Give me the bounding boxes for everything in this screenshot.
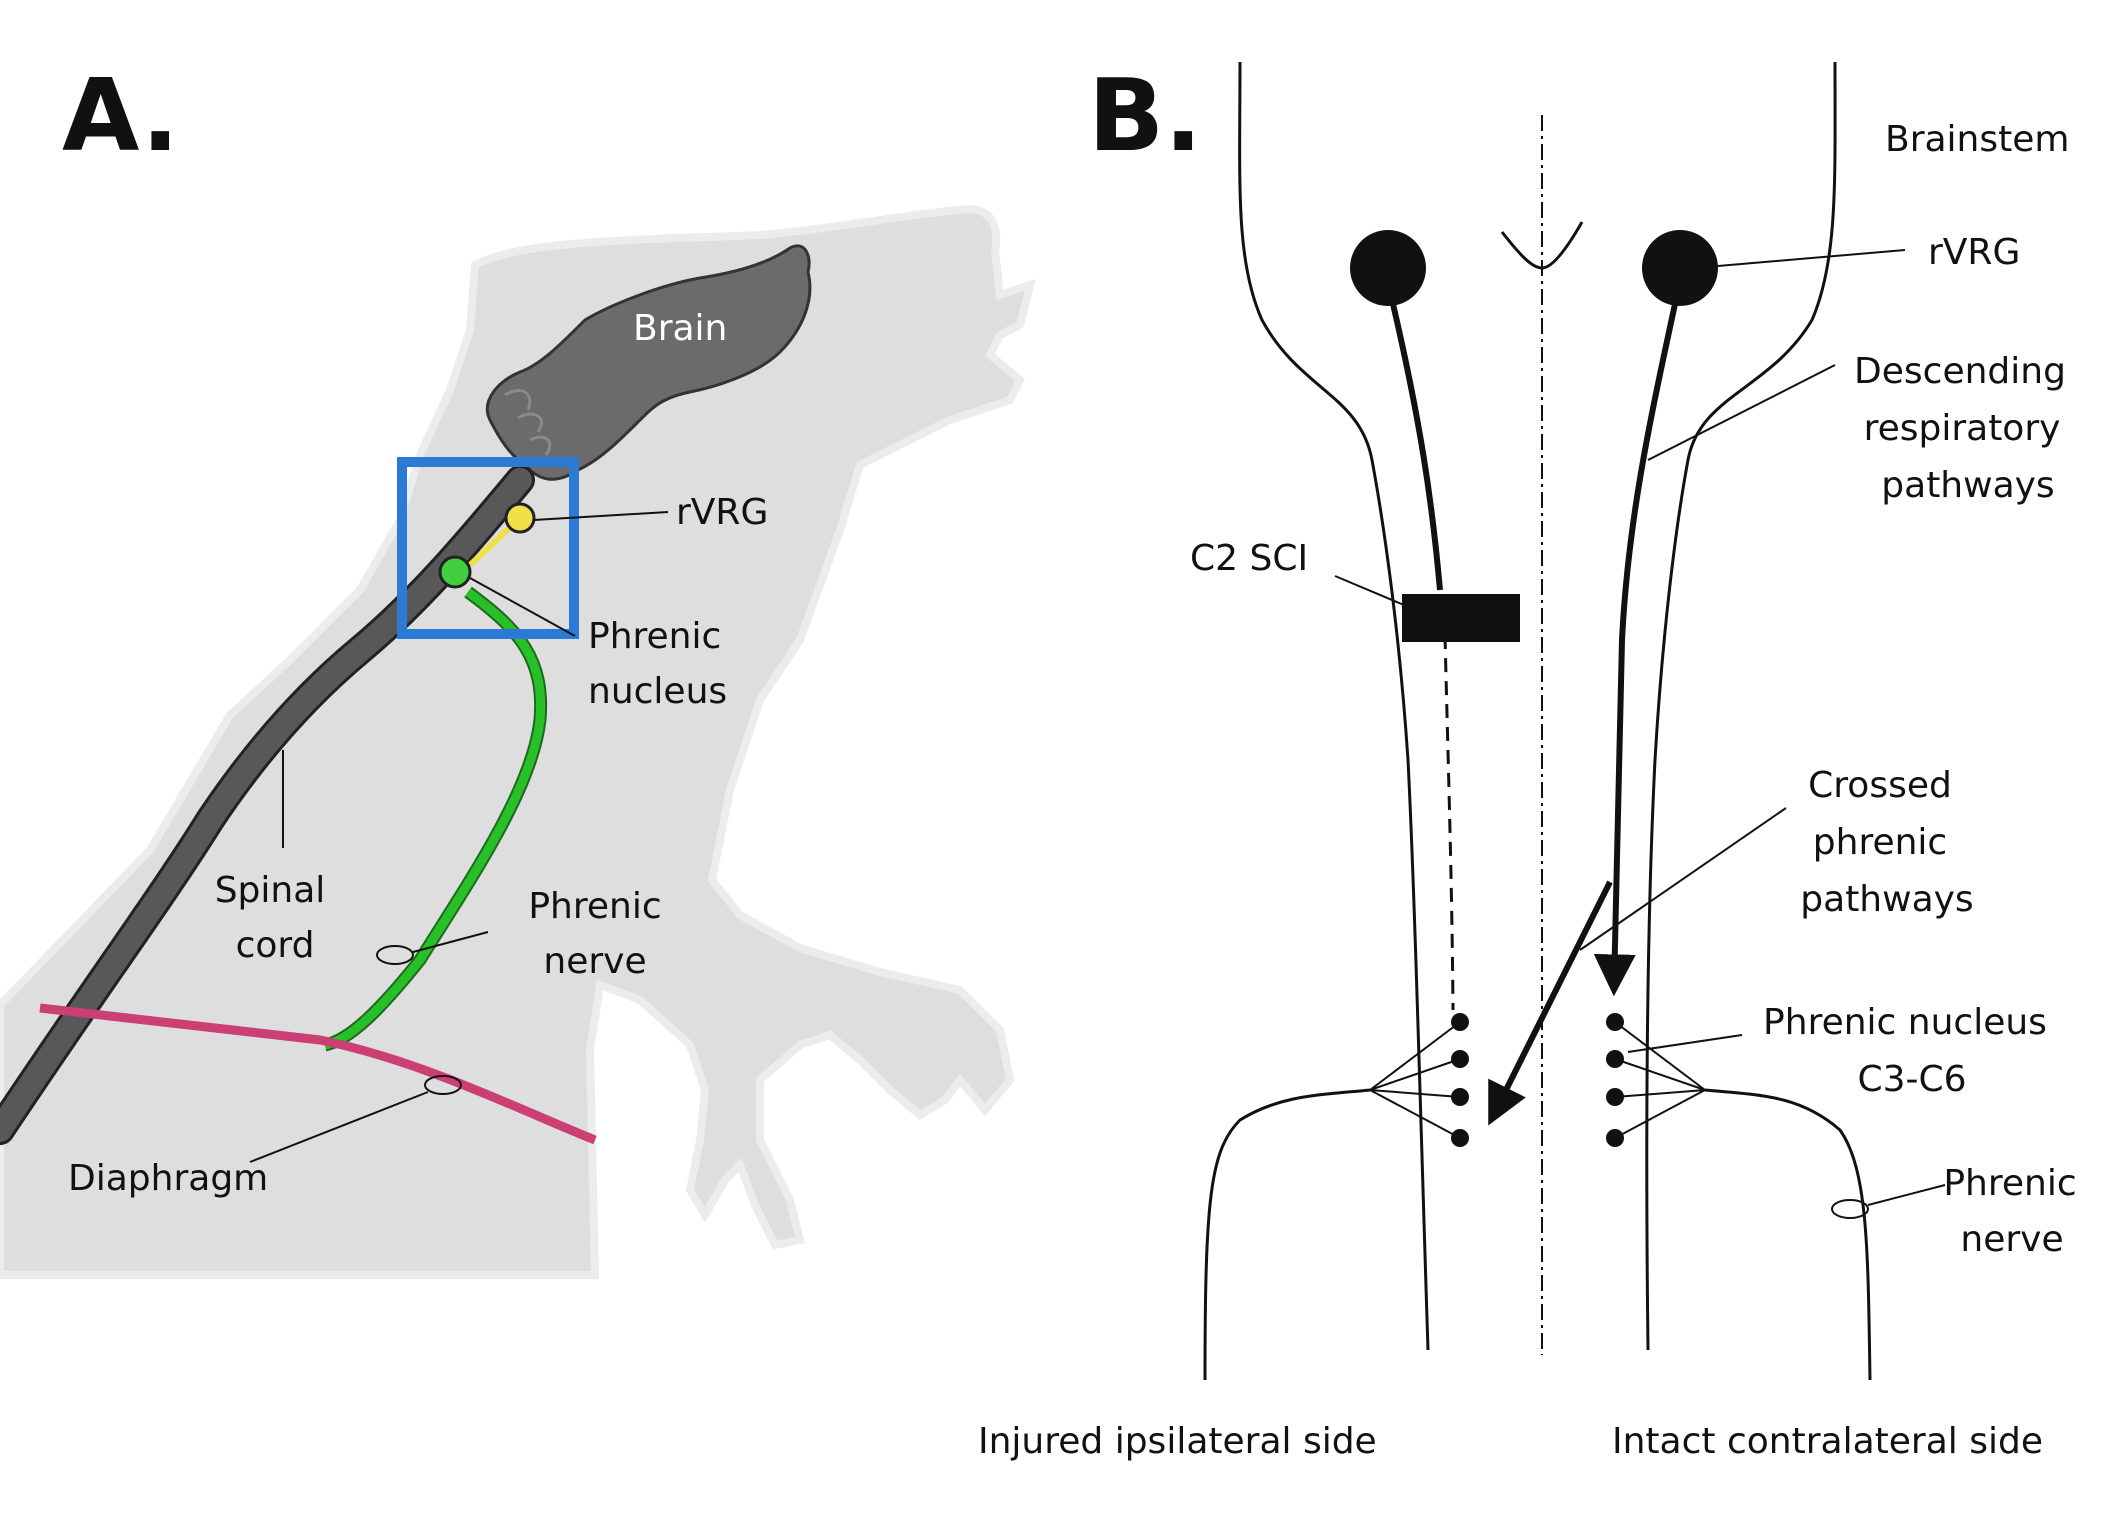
phrenic-nerve-label-b-1: Phrenic	[1943, 1163, 2076, 1204]
crossed-label-2: phrenic	[1813, 822, 1947, 863]
crossed-label-3: pathways	[1800, 879, 1973, 920]
phrenic-nucleus-label-b-1: Phrenic nucleus	[1763, 1002, 2047, 1043]
c2-sci-pointer	[1334, 575, 1405, 606]
descending-label-1: Descending	[1854, 351, 2066, 392]
left-phrenic-nerve	[1203, 1088, 1371, 1381]
crossed-label-1: Crossed	[1808, 765, 1952, 806]
rvrg-neuron-left	[1350, 230, 1426, 306]
intact-side-label: Intact contralateral side	[1612, 1421, 2043, 1462]
phrenic-nerve-marker	[376, 945, 414, 965]
left-cord-outline	[1238, 61, 1430, 1351]
spinal-cord-label-2: cord	[236, 925, 315, 966]
panel-b: B.	[978, 57, 2077, 1462]
phrenic-nucleus-label-a-1: Phrenic	[588, 616, 721, 657]
right-motor-axons	[1614, 1021, 1706, 1139]
phrenic-motoneuron	[438, 555, 472, 589]
rvrg-pointer	[533, 511, 669, 521]
descending-pointer	[1647, 364, 1836, 461]
crossed-pointer	[1579, 807, 1787, 951]
crossed-phrenic-pathway	[1488, 880, 1613, 1126]
descending-label-3: pathways	[1881, 465, 2054, 506]
right-phrenic-nerve	[1704, 1088, 1872, 1381]
c2-lesion	[1402, 594, 1520, 642]
diaphragm-marker	[424, 1075, 462, 1095]
rvrg-neuron-right	[1642, 230, 1718, 306]
brain-label: Brain	[633, 308, 727, 349]
diaphragm	[39, 1003, 597, 1145]
phrenic-nerve-fill	[323, 588, 546, 1050]
left-descending-pathway	[1390, 303, 1443, 591]
panel-a-letter: A.	[62, 57, 179, 174]
right-cord-outline	[1645, 61, 1837, 1351]
spinal-cord-label-1: Spinal	[215, 870, 326, 911]
highlight-box	[397, 457, 579, 639]
rvrg-neuron	[504, 502, 536, 534]
panel-b-letter: B.	[1088, 57, 1202, 174]
phrenic-nerve-pointer	[412, 931, 489, 953]
left-motor-axons	[1369, 1021, 1461, 1139]
descending-label-2: respiratory	[1864, 408, 2061, 449]
phrenic-nerve-label-b-2: nerve	[1960, 1219, 2063, 1260]
phrenic-nerve-marker-b	[1831, 1199, 1869, 1219]
phrenic-nucleus-label-b-2: C3-C6	[1857, 1059, 1966, 1100]
diaphragm-pointer	[249, 1091, 429, 1163]
phrenic-nerve-pointer-b	[1867, 1184, 1946, 1206]
left-pathway-below-lesion	[1443, 634, 1455, 1011]
rvrg-pointer-b	[1717, 249, 1906, 267]
rvrg-label-b: rVRG	[1928, 232, 2020, 273]
c2-sci-label: C2 SCI	[1190, 538, 1308, 579]
diaphragm-label: Diaphragm	[68, 1158, 268, 1199]
rvrg-label-a: rVRG	[676, 492, 768, 533]
rat-silhouette	[0, 205, 1036, 1279]
phrenic-nucleus-pointer-b	[1627, 1034, 1743, 1053]
spinal-cord-fill	[0, 468, 532, 1142]
injured-side-label: Injured ipsilateral side	[978, 1421, 1377, 1462]
phrenic-nerve-label-a-1: Phrenic	[528, 886, 661, 927]
cerebellum-folds	[504, 389, 552, 456]
brain	[485, 244, 812, 481]
right-descending-pathway	[1593, 303, 1678, 997]
brainstem-label: Brainstem	[1885, 119, 2069, 160]
phrenic-nucleus-label-a-2: nucleus	[588, 671, 727, 712]
panel-a: A. Brain rVRG Phrenic nucleus Spinal cor…	[0, 57, 1036, 1279]
phrenic-nerve-label-a-2: nerve	[543, 941, 646, 982]
phrenic-nucleus-pointer	[469, 577, 576, 637]
obex-mark	[1500, 221, 1584, 270]
